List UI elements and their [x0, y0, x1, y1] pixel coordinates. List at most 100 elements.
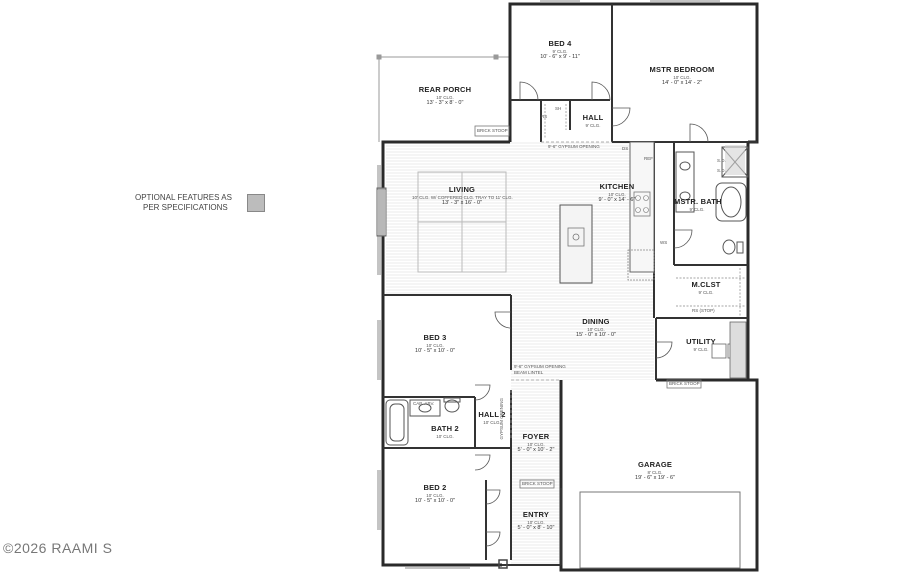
- legend-swatch: [247, 194, 265, 212]
- room-foyer: FOYER 10' CLG. 5' - 0" x 10' - 2": [511, 432, 561, 453]
- room-ceiling: 8' CLG.: [647, 469, 663, 475]
- room-ceiling: 9' CLG.: [693, 346, 709, 352]
- room-ceiling: 10' CLG.: [426, 342, 444, 348]
- room-ceiling: 10' CLG.: [426, 492, 444, 498]
- room-name: REAR PORCH: [418, 85, 472, 94]
- gypsum-opening-note: 9'-6" GYPSUM OPENING: [548, 144, 600, 149]
- room-dims: 13' - 3" x 8' - 0": [426, 99, 464, 106]
- room-dims: 14' - 0" x 14' - 2": [662, 79, 702, 86]
- room-rear-porch: REAR PORCH 10' CLG. 13' - 3" x 8' - 0": [415, 85, 475, 106]
- room-ceiling: 10' CLG.: [527, 441, 545, 447]
- room-ceiling: 10' CLG.: [483, 419, 501, 425]
- room-dims: 19' - 6" x 19' - 6": [635, 474, 675, 481]
- smoke-detector-label: S.D.: [717, 168, 726, 173]
- rs-stop-label: RS (STOP): [692, 308, 715, 313]
- ref-label: REF: [644, 156, 653, 161]
- legend-line-1: OPTIONAL FEATURES AS: [135, 193, 232, 202]
- legend-line-2: PER SPECIFICATIONS: [143, 203, 228, 213]
- room-dims: 5' - 0" x 10' - 2": [517, 446, 555, 453]
- ws-label: WS: [660, 240, 668, 245]
- room-ceiling: 10' CLG.: [673, 74, 691, 80]
- room-hall: HALL 9' CLG.: [578, 113, 608, 128]
- room-ceiling: 9' CLG.: [698, 289, 714, 295]
- coffered-ceiling: [417, 171, 507, 273]
- garage-door: [579, 491, 741, 569]
- room-dims: 10' - 5" x 10' - 0": [415, 347, 455, 354]
- room-entry: ENTRY 10' CLG. 5' - 0" x 8' - 10": [511, 510, 561, 531]
- brick-stoop: [474, 125, 510, 137]
- sh-label: SH: [555, 106, 562, 111]
- brick-stoop: [519, 479, 555, 489]
- island-sink: [567, 227, 585, 247]
- room-garage: GARAGE 8' CLG. 19' - 6" x 19' - 6": [625, 460, 685, 481]
- room-ceiling: 10' CLG. W/ COFFERED CLG. TRAY TO 11' CL…: [412, 194, 513, 200]
- room-name: BED 4: [548, 39, 572, 48]
- room-bath-2: BATH 2 10' CLG.: [428, 424, 462, 439]
- room-bed-4: BED 4 9' CLG. 10' - 6" x 9' - 11": [535, 39, 585, 60]
- cabinet-above-label: CAB. ABV.: [413, 401, 435, 406]
- room-ceiling: 9' CLG.: [585, 122, 601, 128]
- room-ceiling: 9' CLG.: [689, 206, 705, 212]
- living-floor-hatch: [386, 142, 654, 295]
- room-utility: UTILITY 9' CLG.: [684, 337, 718, 352]
- room-ceiling: 10' CLG.: [436, 94, 454, 100]
- brick-stoop-label: BRICK STOOP: [477, 128, 508, 133]
- room-dims: 10' - 5" x 10' - 0": [415, 497, 455, 504]
- closet-shelves: [544, 104, 746, 316]
- room-ceiling: 9' CLG.: [552, 48, 568, 54]
- room-name: HALL 2: [478, 410, 506, 419]
- brick-stoop-label: BRICK STOOP: [669, 381, 700, 386]
- room-dims: 10' - 6" x 9' - 11": [540, 53, 580, 60]
- room-name: BED 2: [423, 483, 447, 492]
- room-bed-3: BED 3 10' CLG. 10' - 5" x 10' - 0": [405, 333, 465, 354]
- optional-feature: [725, 145, 745, 175]
- kitchen-island: [559, 204, 593, 284]
- beam-lintel-note: BEAM LINTEL: [514, 370, 544, 375]
- optional-feature: [377, 190, 386, 235]
- room-dims: 5' - 0" x 8' - 10": [517, 524, 555, 531]
- gypsum-opening-vertical-note: GYPSUM OPENING: [499, 398, 504, 440]
- room-name: M.CLST: [691, 280, 721, 289]
- range-burner: [643, 207, 649, 213]
- range-burner: [635, 195, 641, 201]
- room-ceiling: 10' CLG.: [527, 519, 545, 525]
- room-name: GARAGE: [637, 460, 673, 469]
- bath-2-fixtures: [385, 397, 461, 446]
- brick-stoop-label: BRICK STOOP: [522, 481, 553, 486]
- copyright-watermark: ©2026 RAAMI S: [3, 540, 113, 556]
- room-kitchen: KITCHEN 10' CLG. 9' - 0" x 14' - 6": [592, 182, 642, 203]
- room-dims: 15' - 0" x 10' - 0": [576, 331, 616, 338]
- range-burner: [635, 207, 641, 213]
- room-name: LIVING: [448, 185, 476, 194]
- range-burner: [643, 195, 649, 201]
- room-name: UTILITY: [686, 337, 716, 346]
- rs-label: RS: [541, 114, 548, 119]
- room-name: MSTR BEDROOM: [649, 65, 715, 74]
- smoke-detector-label: S.D.: [717, 158, 726, 163]
- gypsum-openings: [510, 141, 612, 440]
- doors: [474, 81, 709, 547]
- kitchen-counter: [629, 141, 655, 273]
- room-name: HALL: [582, 113, 604, 122]
- foyer-floor-hatch: [511, 380, 561, 565]
- room-bed-2: BED 2 10' CLG. 10' - 5" x 10' - 0": [405, 483, 465, 504]
- pantry-shelves: [627, 249, 655, 281]
- range: [633, 191, 651, 217]
- room-dining: DINING 10' CLG. 15' - 0" x 10' - 0": [568, 317, 624, 338]
- dining-floor-hatch: [511, 295, 654, 380]
- rear-porch-outline: [376, 54, 510, 142]
- room-master-closet: M.CLST 9' CLG.: [686, 280, 726, 295]
- room-name: FOYER: [522, 432, 550, 441]
- room-master-bath: MSTR. BATH 9' CLG.: [674, 197, 722, 212]
- room-master-bedroom: MSTR BEDROOM 10' CLG. 14' - 0" x 14' - 2…: [642, 65, 722, 86]
- room-name: BED 3: [423, 333, 447, 342]
- room-dims: 9' - 0" x 14' - 6": [598, 196, 636, 203]
- room-ceiling: 10' CLG.: [608, 191, 626, 197]
- utility-fixtures: [711, 321, 747, 379]
- room-name: BATH 2: [431, 424, 459, 433]
- legend: OPTIONAL FEATURES AS PER SPECIFICATIONS: [135, 193, 232, 214]
- ds-label: DS: [622, 146, 629, 151]
- room-hall-2: HALL 2 10' CLG.: [476, 410, 508, 425]
- room-ceiling: 10' CLG.: [587, 326, 605, 332]
